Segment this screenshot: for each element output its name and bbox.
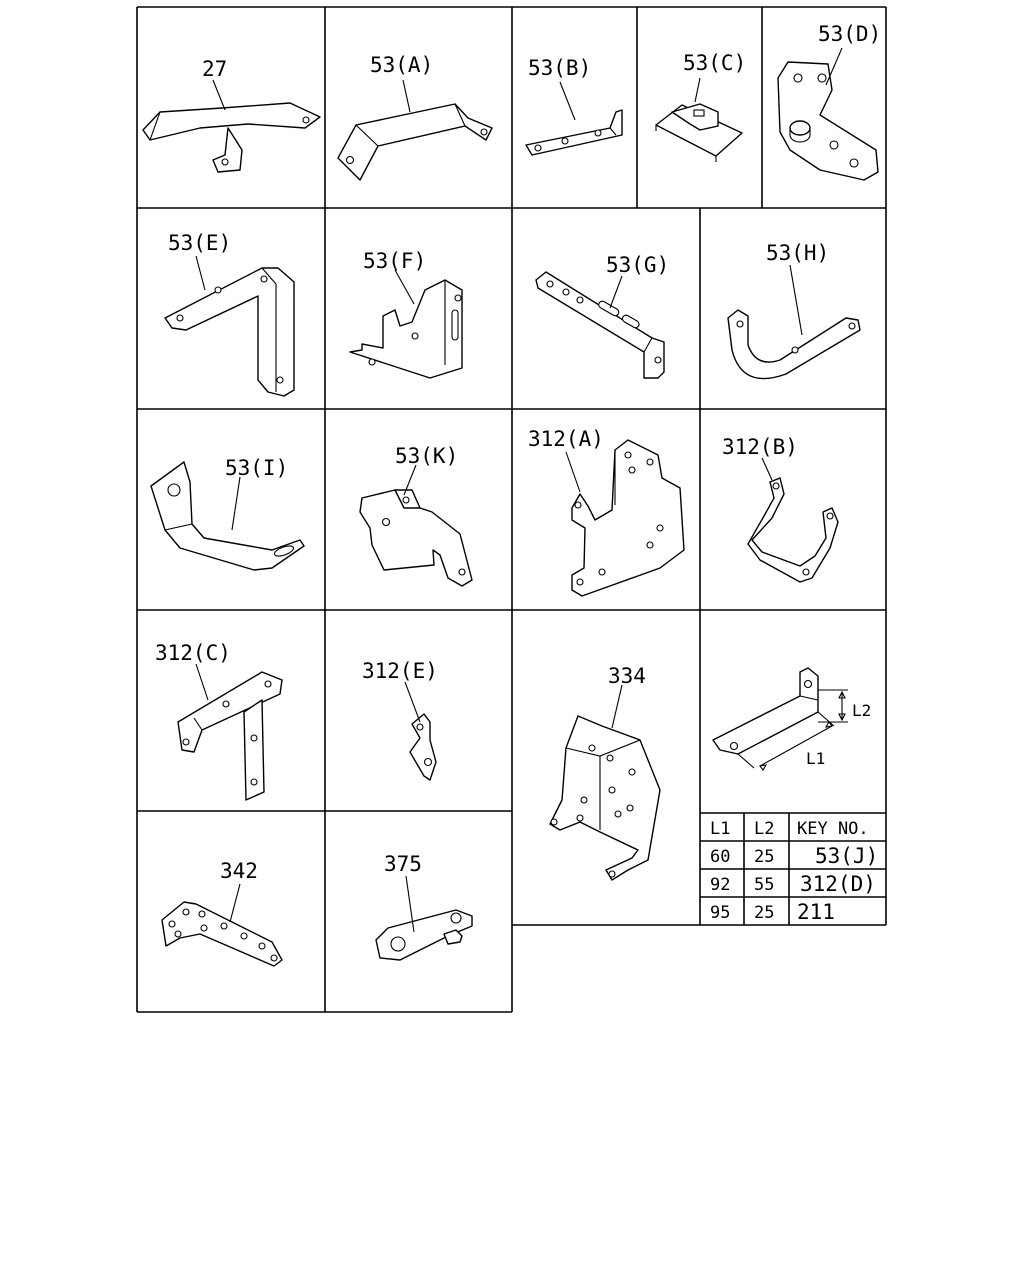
part-label-312e: 312(E) [362,659,438,683]
key-table-cell-r3-l1: 95 [710,903,730,923]
part-375-illustration [375,875,473,961]
part-label-53i: 53(I) [225,456,288,480]
generic-bracket-illustration [712,667,848,771]
part-27-illustration [142,79,321,173]
part-334-illustration [549,684,661,881]
part-53g-illustration [535,271,665,379]
part-53c-illustration [655,77,743,162]
key-table-cell-r2-l1: 92 [710,875,730,895]
diagram-grid [136,6,887,1013]
key-table-cell-r2-key: 312(D) [800,872,876,896]
part-53e-illustration [164,255,295,397]
part-label-312b: 312(B) [722,435,798,459]
part-label-312c: 312(C) [155,641,231,665]
part-label-375: 375 [384,852,422,876]
part-312e-illustration [404,681,437,781]
part-53d-illustration [777,47,879,181]
part-label-53b: 53(B) [528,56,591,80]
key-table-cell-r1-key: 53(J) [815,844,878,868]
part-label-53k: 53(K) [395,444,458,468]
key-table-cell-r2-l2: 55 [754,875,774,895]
part-342-illustration [161,883,283,967]
part-label-53h: 53(H) [766,241,829,265]
part-53k-illustration [359,464,473,587]
part-label-53g: 53(G) [606,253,669,277]
key-table-cell-r3-l2: 25 [754,903,774,923]
part-53i-illustration [150,461,305,571]
part-label-53e: 53(E) [168,231,231,255]
part-label-342: 342 [220,859,258,883]
part-label-334: 334 [608,664,646,688]
key-table [700,812,886,925]
part-label-53f: 53(F) [363,249,426,273]
part-53h-illustration [727,264,861,380]
part-label-53d: 53(D) [818,22,881,46]
part-53f-illustration [349,269,463,379]
key-table-header-l1: L1 [710,819,730,839]
part-312a-illustration [565,439,685,597]
key-table-cell-r1-l2: 25 [754,847,774,867]
part-312b-illustration [747,457,839,583]
key-table-header-key-no: KEY NO. [797,819,869,839]
part-label-53a: 53(A) [370,53,433,77]
part-label-53c: 53(C) [683,51,746,75]
part-label-312a: 312(A) [528,427,604,451]
part-53a-illustration [337,79,493,181]
key-table-cell-r3-key: 211 [797,900,835,924]
key-table-header-l2: L2 [754,819,774,839]
key-table-cell-r1-l1: 60 [710,847,730,867]
part-label-27: 27 [202,57,227,81]
part-53b-illustration [525,81,623,156]
dimension-label-l1: L1 [806,749,825,768]
dimension-label-l2: L2 [852,701,871,720]
part-312c-illustration [177,663,283,801]
